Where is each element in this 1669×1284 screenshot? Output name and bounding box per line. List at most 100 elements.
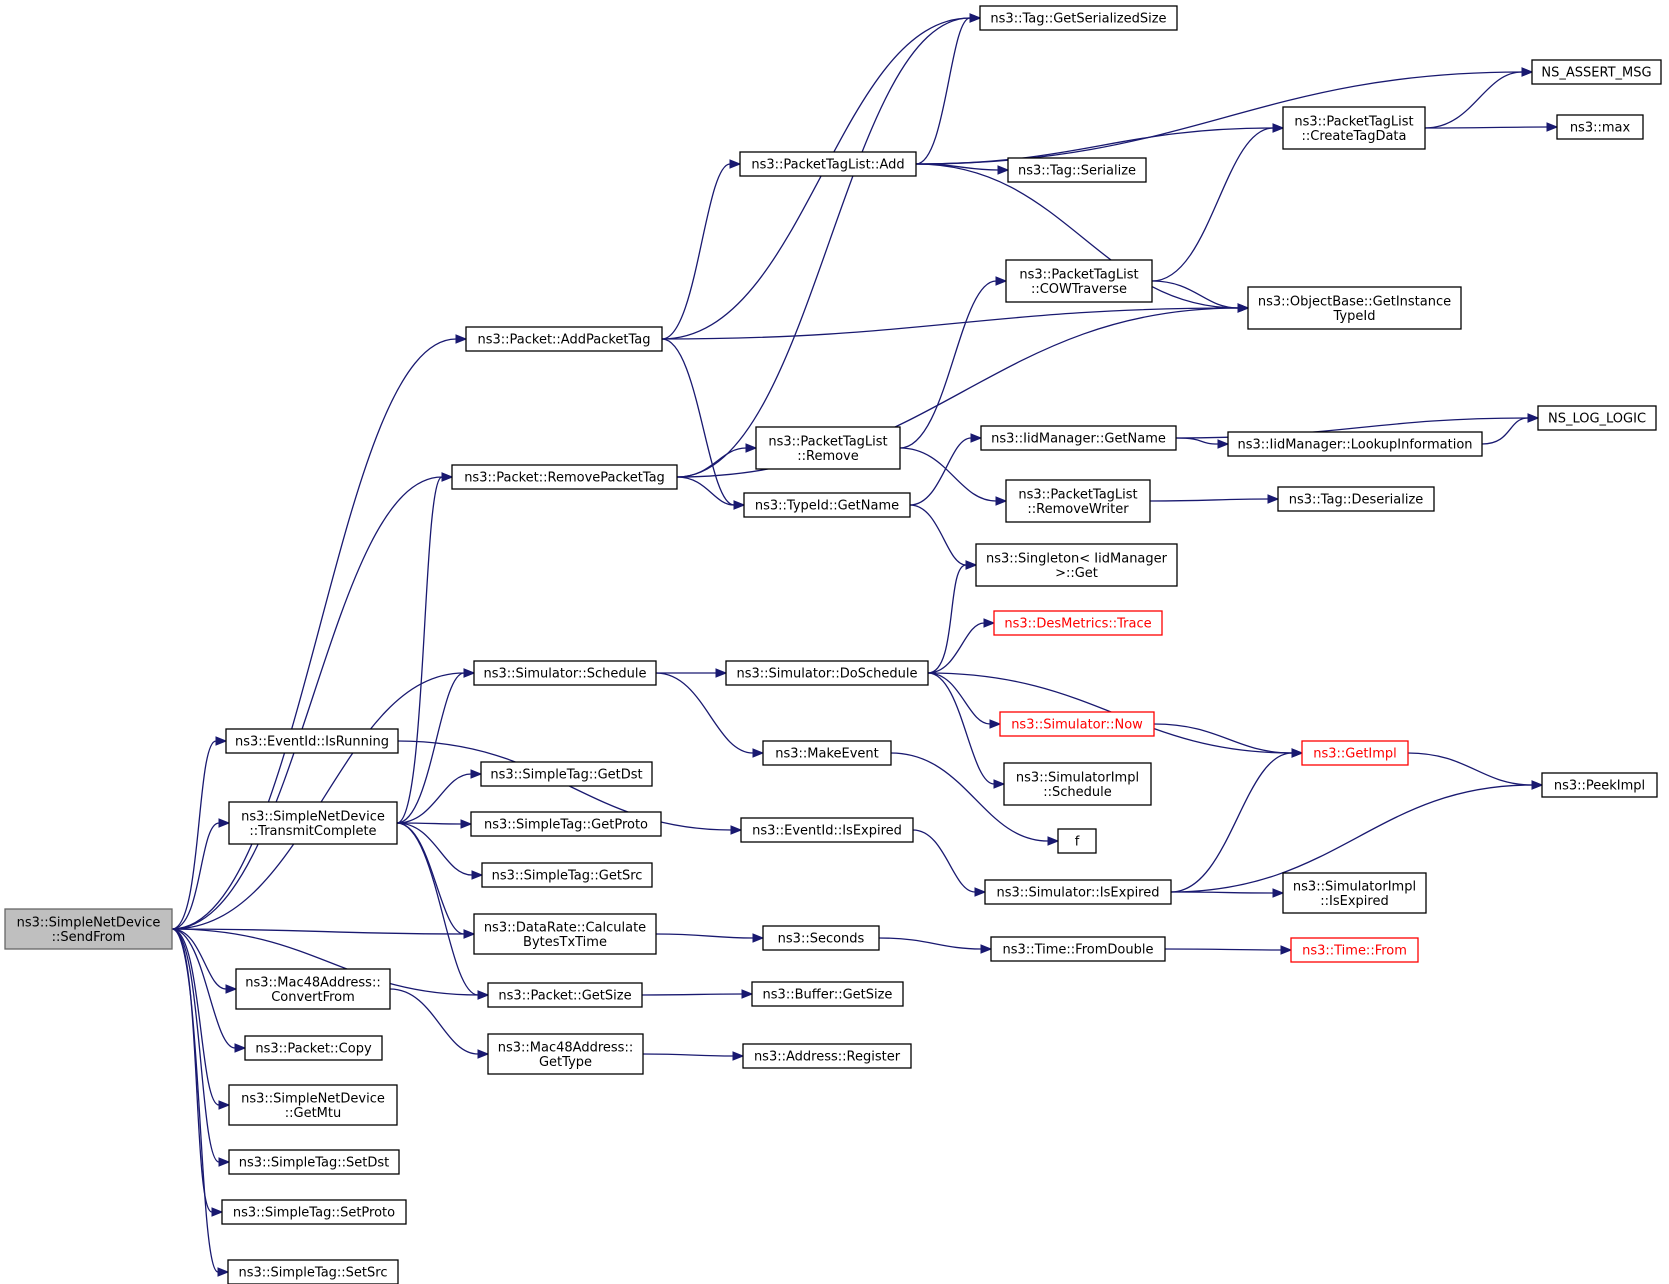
node-box	[481, 862, 653, 888]
node-get-mtu[interactable]: ns3::SimpleNetDevice::GetMtu	[228, 1084, 398, 1126]
node-set-src[interactable]: ns3::SimpleTag::SetSrc	[227, 1259, 399, 1284]
node-box	[473, 913, 657, 955]
node-f[interactable]: f	[1057, 828, 1097, 854]
node-sim-is-expired[interactable]: ns3::Simulator::IsExpired	[984, 879, 1172, 905]
edge-arrowhead	[752, 933, 765, 943]
node-box	[1537, 405, 1657, 431]
node-n-s-log-logic[interactable]: NS_LOG_LOGIC	[1537, 405, 1657, 431]
edge-SendFrom-to-SetDst	[171, 928, 231, 1167]
node-label-line: ns3::SimpleTag::GetDst	[490, 768, 642, 783]
edge-Schedule-to-DoSchedule	[656, 668, 728, 678]
edge-SendFrom-to-ConvertFrom	[171, 928, 238, 994]
edge-arrowhead	[441, 472, 454, 482]
edge-arrowhead	[211, 1207, 224, 1217]
edge-SendFrom-to-RemovePacketTag	[171, 472, 454, 930]
edge-TransmitComplete-to-GetDst	[396, 769, 483, 824]
node-box	[1282, 872, 1427, 914]
edge-arrowhead	[1291, 748, 1304, 758]
edge-line	[915, 127, 1274, 165]
node-transmit-complete[interactable]: ns3::SimpleNetDevice::TransmitComplete	[228, 801, 398, 845]
node-is-running[interactable]: ns3::EventId::IsRunning	[225, 728, 399, 754]
node-box	[1531, 59, 1662, 85]
node-c-o-w-traverse[interactable]: ns3::PacketTagList::COWTraverse	[1005, 259, 1153, 303]
node-send-from[interactable]: ns3::SimpleNetDevice::SendFrom	[4, 908, 173, 950]
node-get-type[interactable]: ns3::Mac48Address::GetType	[487, 1033, 644, 1075]
node-get-proto[interactable]: ns3::SimpleTag::GetProto	[470, 811, 662, 837]
node-lookup-information[interactable]: ns3::IidManager::LookupInformation	[1227, 431, 1483, 457]
edge-line	[655, 933, 754, 939]
node-seconds[interactable]: ns3::Seconds	[762, 925, 880, 951]
node-type-id-get-name[interactable]: ns3::TypeId::GetName	[743, 492, 911, 518]
edge-IsExpired-to-SimIsExpired	[912, 829, 987, 897]
node-buffer-get-size[interactable]: ns3::Buffer::GetSize	[751, 981, 904, 1007]
node-peek-impl[interactable]: ns3::PeekImpl	[1541, 772, 1658, 798]
node-set-proto[interactable]: ns3::SimpleTag::SetProto	[221, 1199, 407, 1225]
node-sim-now[interactable]: ns3::Simulator::Now	[999, 711, 1155, 737]
node-make-event[interactable]: ns3::MakeEvent	[762, 740, 892, 766]
node-n-s-assert[interactable]: NS_ASSERT_MSG	[1531, 59, 1662, 85]
node-remove-writer[interactable]: ns3::PacketTagList::RemoveWriter	[1005, 479, 1151, 523]
edge-AddPacketTag-to-PTLAdd	[661, 159, 742, 340]
node-set-dst[interactable]: ns3::SimpleTag::SetDst	[228, 1149, 400, 1175]
edge-line	[171, 928, 479, 996]
edge-arrowhead	[455, 334, 468, 344]
edge-line	[661, 163, 731, 340]
node-tag-serialize[interactable]: ns3::Tag::Serialize	[1007, 157, 1147, 183]
edge-IidGetName-to-LookupInformation	[1175, 437, 1230, 449]
node-label-line: ::Schedule	[1043, 785, 1112, 800]
node-singleton-get[interactable]: ns3::Singleton< IidManager>::Get	[975, 543, 1178, 587]
edge-COWTraverse-to-CreateTagData	[1151, 123, 1285, 282]
node-address-register[interactable]: ns3::Address::Register	[742, 1043, 912, 1069]
node-schedule[interactable]: ns3::Simulator::Schedule	[473, 660, 657, 686]
node-box	[1277, 486, 1435, 512]
node-remove-packet-tag[interactable]: ns3::Packet::RemovePacketTag	[451, 464, 678, 490]
edge-line	[661, 338, 735, 506]
edge-arrowhead	[470, 769, 483, 779]
node-get-src[interactable]: ns3::SimpleTag::GetSrc	[481, 862, 653, 888]
node-label-line: ns3::Tag::Deserialize	[1289, 493, 1424, 508]
node-p-t-l-add[interactable]: ns3::PacketTagList::Add	[739, 151, 917, 177]
node-time-from[interactable]: ns3::Time::From	[1290, 937, 1419, 963]
edge-line	[396, 822, 479, 996]
node-get-impl[interactable]: ns3::GetImpl	[1301, 740, 1409, 766]
node-p-t-l-remove[interactable]: ns3::PacketTagList::Remove	[755, 426, 901, 470]
node-des-trace[interactable]: ns3::DesMetrics::Trace	[993, 610, 1163, 636]
node-label-line: ns3::PacketTagList::Add	[751, 158, 904, 173]
node-copy[interactable]: ns3::Packet::Copy	[244, 1035, 383, 1061]
edge-arrowhead	[1280, 945, 1293, 955]
edge-arrowhead	[997, 165, 1010, 175]
edge-SendFrom-to-SetSrc	[171, 928, 230, 1277]
node-label-line: ns3::SimulatorImpl	[1293, 879, 1416, 894]
node-impl-schedule[interactable]: ns3::SimulatorImpl::Schedule	[1003, 762, 1152, 806]
edge-line	[171, 476, 443, 930]
edge-arrowhead	[215, 736, 228, 746]
node-impl-is-expired[interactable]: ns3::SimulatorImpl::IsExpired	[1282, 872, 1427, 914]
edge-line	[890, 752, 1049, 842]
node-tag-serialized-size[interactable]: ns3::Tag::GetSerializedSize	[979, 5, 1178, 31]
node-packet-get-size[interactable]: ns3::Packet::GetSize	[487, 982, 643, 1008]
node-label-line: ns3::Tag::GetSerializedSize	[990, 12, 1166, 27]
node-box	[1227, 431, 1483, 457]
edge-line	[396, 476, 443, 824]
edge-SendFrom-to-Copy	[171, 928, 247, 1053]
node-label-line: ns3::Tag::Serialize	[1018, 164, 1136, 179]
node-iid-get-name[interactable]: ns3::IidManager::GetName	[980, 425, 1177, 451]
node-label-line: NS_ASSERT_MSG	[1541, 66, 1651, 81]
node-label-line: ns3::SimpleNetDevice	[241, 809, 385, 824]
node-get-dst[interactable]: ns3::SimpleTag::GetDst	[480, 761, 653, 787]
node-create-tag-data[interactable]: ns3::PacketTagList::CreateTagData	[1282, 106, 1426, 150]
node-box	[235, 968, 391, 1010]
node-tag-deserialize[interactable]: ns3::Tag::Deserialize	[1277, 486, 1435, 512]
edge-line	[171, 928, 219, 1273]
edge-arrowhead	[993, 779, 1006, 789]
node-is-expired[interactable]: ns3::EventId::IsExpired	[740, 817, 914, 843]
node-do-schedule[interactable]: ns3::Simulator::DoSchedule	[725, 660, 929, 686]
node-label-line: ns3::Time::From	[1302, 944, 1407, 959]
node-from-double[interactable]: ns3::Time::FromDouble	[990, 936, 1166, 962]
node-max[interactable]: ns3::max	[1556, 114, 1644, 140]
node-label-line: ns3::Seconds	[778, 932, 865, 947]
node-add-packet-tag[interactable]: ns3::Packet::AddPacketTag	[465, 326, 663, 352]
node-convert-from[interactable]: ns3::Mac48Address::ConvertFrom	[235, 968, 391, 1010]
